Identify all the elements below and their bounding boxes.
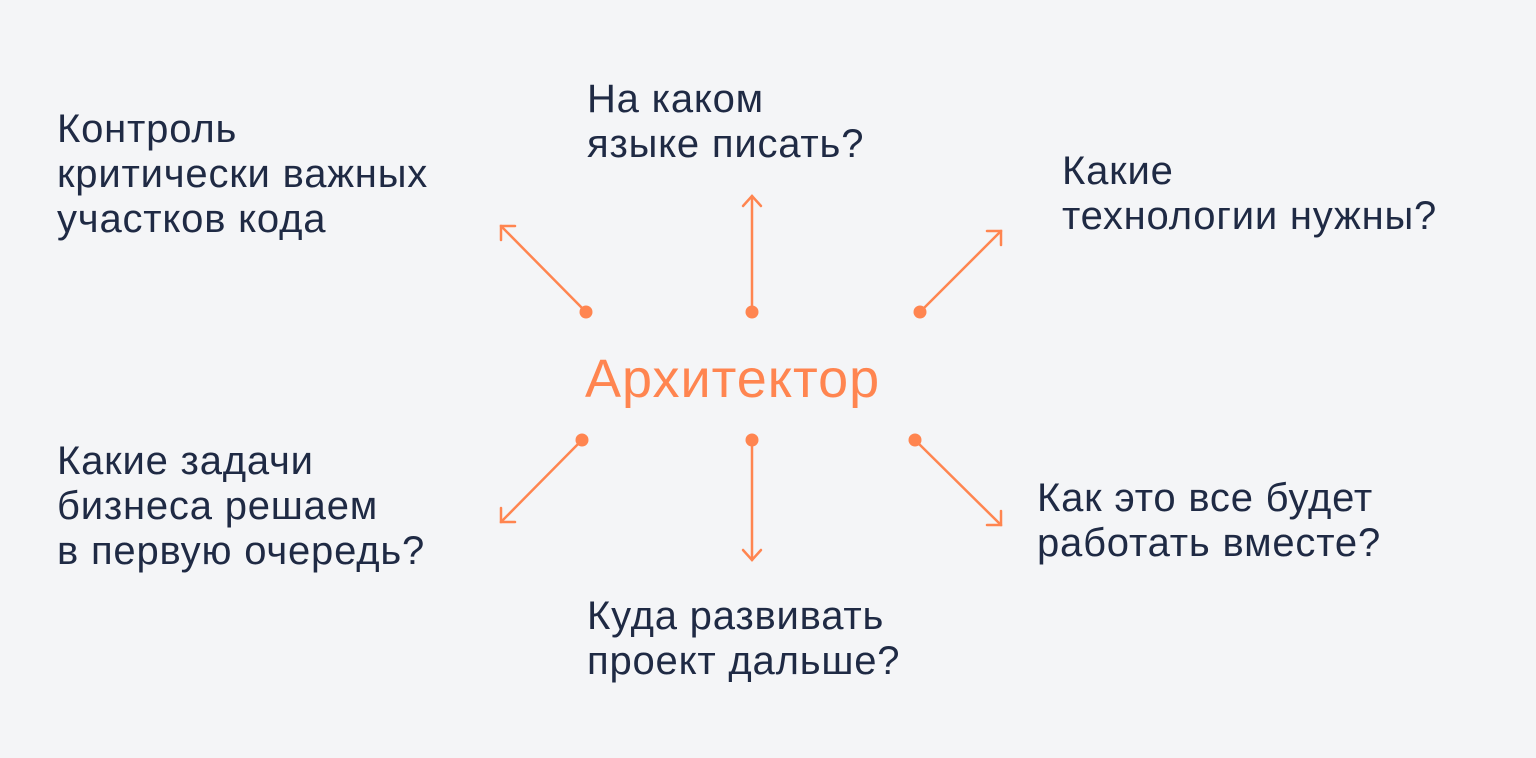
dot-bottom-right	[908, 433, 922, 447]
question-bottom-right: Как это все будет работать вместе?	[1037, 476, 1381, 566]
question-line: Какие задачи	[57, 439, 314, 483]
arrow-bottom-left	[499, 438, 584, 524]
dot-bottom	[745, 433, 759, 447]
center-label: Архитектор	[585, 349, 881, 409]
question-line: На каком	[587, 77, 764, 121]
arrow-top	[741, 194, 763, 314]
question-line: работать вместе?	[1037, 521, 1381, 565]
question-line: проект дальше?	[587, 639, 901, 683]
dot-top-right	[913, 305, 927, 319]
dot-top	[745, 305, 759, 319]
question-bottom-left: Какие задачи бизнеса решаем в первую оче…	[57, 439, 425, 574]
dot-top-left	[579, 305, 593, 319]
question-line: в первую очередь?	[57, 529, 426, 573]
question-line: критически важных	[57, 152, 429, 196]
question-top-left: Контроль критически важных участков кода	[57, 107, 428, 242]
question-line: Контроль	[57, 107, 238, 151]
arrow-top-right	[918, 229, 1003, 314]
question-line: языке писать?	[587, 122, 865, 166]
dot-bottom-left	[575, 433, 589, 447]
question-top: На каком языке писать?	[587, 77, 864, 167]
question-bottom: Куда развивать проект дальше?	[587, 594, 900, 684]
question-top-right: Какие технологии нужны?	[1062, 149, 1437, 239]
question-line: Куда развивать	[587, 594, 885, 638]
arrow-bottom	[741, 438, 763, 562]
question-line: бизнеса решаем	[57, 484, 379, 528]
question-line: Как это все будет	[1037, 476, 1373, 520]
question-line: Какие	[1062, 149, 1174, 193]
question-line: участков кода	[57, 197, 327, 241]
question-line: технологии нужны?	[1062, 194, 1438, 238]
arrow-top-left	[499, 224, 588, 314]
arrow-bottom-right	[913, 438, 1003, 527]
